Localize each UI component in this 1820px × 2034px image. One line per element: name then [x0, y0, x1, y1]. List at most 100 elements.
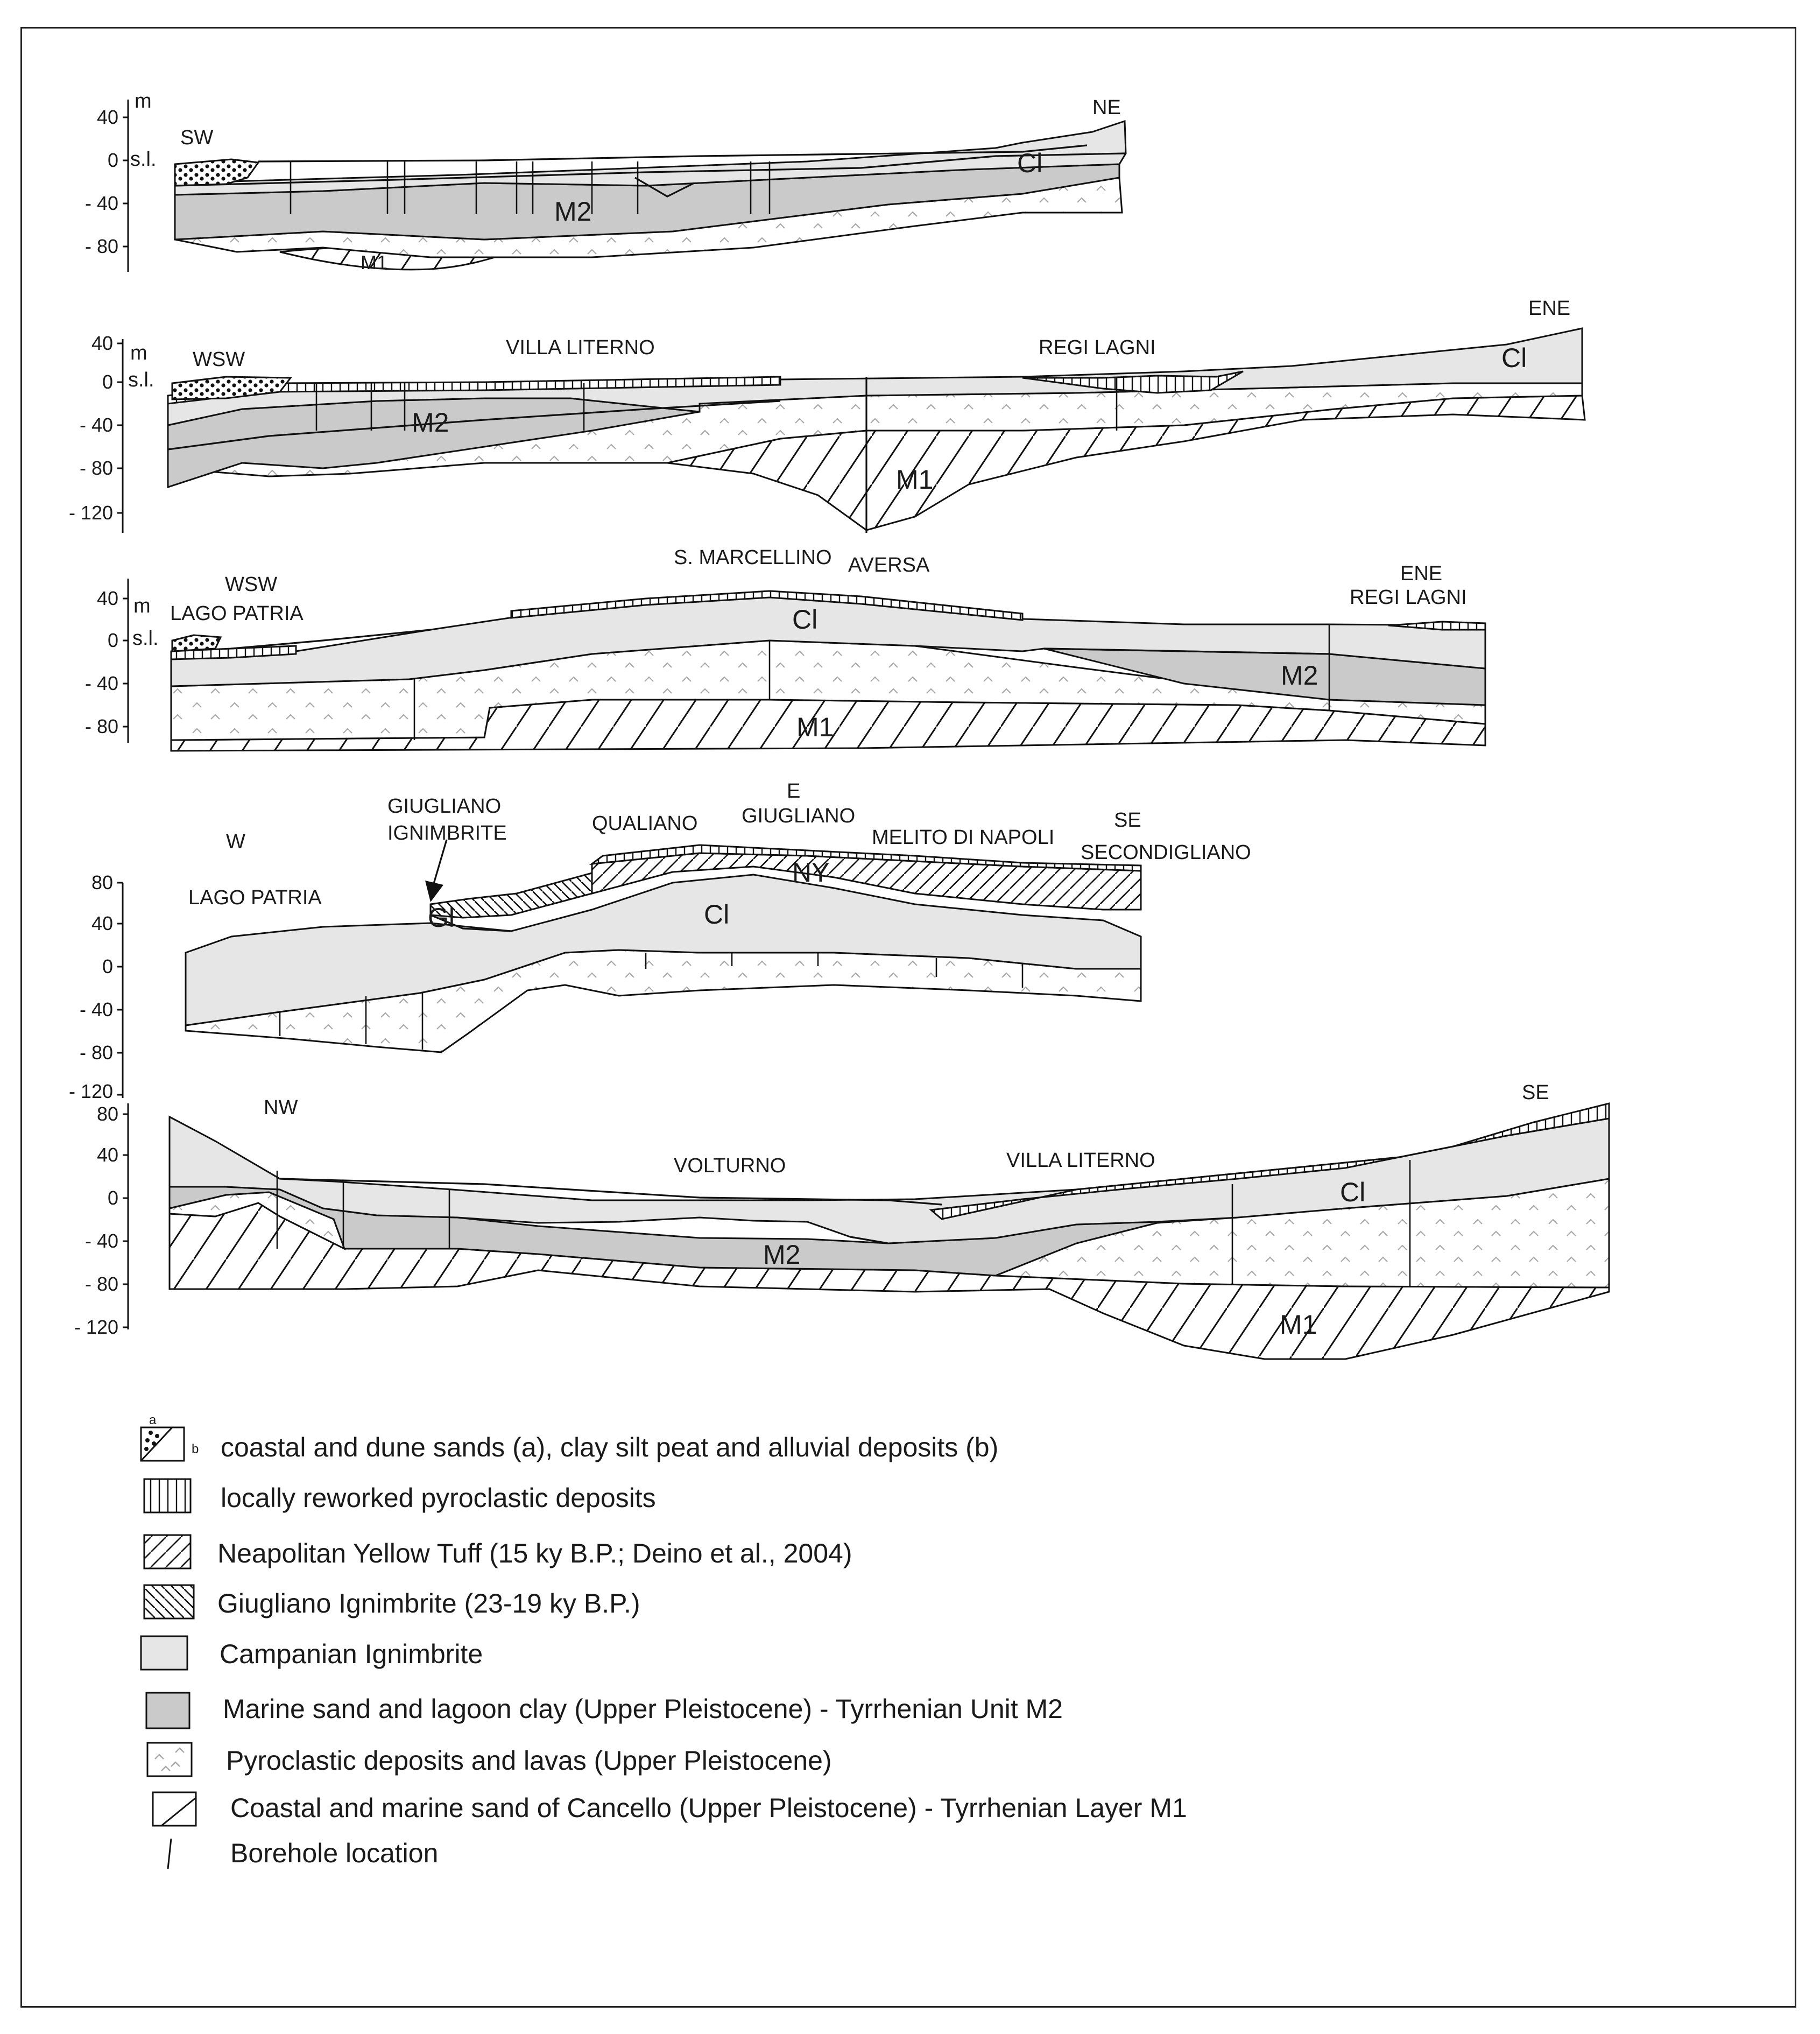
tick-label: - 80: [80, 1041, 113, 1064]
place-label: SECONDIGLIANO: [1081, 841, 1251, 864]
place-label: REGI LAGNI: [1039, 336, 1156, 359]
gi-label: GIUGLIANO: [387, 795, 501, 818]
legend-swatch-m1: [153, 1792, 196, 1826]
legend-swatch-sands: [141, 1427, 184, 1461]
m1-label: M1: [796, 712, 834, 742]
tick-label: - 80: [80, 457, 113, 479]
orientation-label-right: ENE: [1400, 562, 1442, 585]
section-2: 40 0 - 40 - 80 - 120 m s.l. WSW VILLA LI…: [69, 297, 1585, 533]
legend-label: Marine sand and lagoon clay (Upper Pleis…: [223, 1694, 1063, 1724]
gi-ci-label: Gl: [428, 903, 455, 933]
legend-sublabel-a: a: [149, 1413, 157, 1427]
legend-item-borehole: Borehole location: [168, 1838, 438, 1869]
legend-label: Neapolitan Yellow Tuff (15 ky B.P.; Dein…: [217, 1538, 852, 1568]
giugliano-ignimbrite-layer: [431, 873, 592, 918]
ci-label: Cl: [704, 899, 729, 930]
section-3: 40 0 - 40 - 80 m s.l. WSW LAGO PATRIA S.…: [85, 546, 1485, 751]
legend-label: Coastal and marine sand of Cancello (Upp…: [230, 1793, 1187, 1823]
ci-label: Cl: [1017, 148, 1042, 178]
tick-label: 0: [102, 371, 113, 393]
orientation-label-left: WSW: [225, 573, 277, 596]
sea-level-label: s.l.: [128, 369, 154, 391]
legend-item-m1: Coastal and marine sand of Cancello (Upp…: [153, 1792, 1187, 1826]
m2-label: M2: [412, 407, 449, 438]
legend-label: coastal and dune sands (a), clay silt pe…: [221, 1432, 998, 1462]
m1-label: M1: [361, 251, 387, 273]
orientation-label-right: NE: [1092, 96, 1121, 119]
place-label: E: [787, 780, 800, 803]
tick-label: - 80: [85, 715, 118, 737]
section-1: 40 0 - 40 - 80 m s.l. SW NE: [85, 90, 1126, 273]
axis-unit: m: [133, 595, 151, 617]
place-label: GIUGLIANO: [742, 805, 855, 827]
tick-label: - 40: [85, 1230, 118, 1252]
section-5-depth-axis: 80 40 0 - 40 - 80 - 120: [74, 1103, 128, 1338]
tick-label: 40: [97, 1144, 118, 1166]
legend-item-gi: Giugliano Ignimbrite (23-19 ky B.P.): [144, 1585, 640, 1618]
m2-label: M2: [1281, 660, 1318, 691]
place-label: LAGO PATRIA: [170, 602, 304, 625]
m1-label: M1: [1280, 1310, 1317, 1340]
legend: a b coastal and dune sands (a), clay sil…: [141, 1413, 1187, 1869]
tick-label: 80: [91, 871, 113, 893]
legend-sublabel-b: b: [192, 1442, 199, 1456]
orientation-label-left: SW: [180, 126, 213, 149]
legend-item-sands: a b coastal and dune sands (a), clay sil…: [141, 1413, 998, 1462]
tick-label: - 40: [80, 414, 113, 436]
tick-label: - 40: [85, 672, 118, 694]
legend-swatch-ci: [141, 1636, 187, 1670]
tick-label: - 40: [85, 192, 118, 214]
legend-item-m2: Marine sand and lagoon clay (Upper Pleis…: [146, 1693, 1063, 1728]
legend-swatch-nyt: [144, 1535, 191, 1568]
legend-swatch-reworked: [144, 1479, 191, 1512]
sea-level-label: s.l.: [132, 627, 159, 650]
legend-item-pyro: Pyroclastic deposits and lavas (Upper Pl…: [147, 1743, 832, 1776]
m2-label: M2: [554, 196, 591, 227]
tick-label: - 40: [80, 998, 113, 1020]
section-3-depth-axis: 40 0 - 40 - 80 m s.l.: [85, 579, 159, 743]
section-4: 80 40 0 - 40 - 80 - 120 W LAGO PATRIA GI…: [69, 780, 1251, 1102]
tick-label: - 120: [69, 502, 113, 524]
orientation-label-left: WSW: [193, 348, 245, 371]
tick-label: 40: [97, 106, 118, 128]
dune-sands-deposit: [172, 635, 221, 651]
tick-label: 40: [91, 332, 113, 354]
tick-label: - 120: [69, 1080, 113, 1102]
place-label: REGI LAGNI: [1350, 586, 1467, 609]
orientation-label-left: W: [226, 831, 245, 853]
m1-label: M1: [896, 464, 933, 495]
orientation-label-left: NW: [264, 1096, 298, 1119]
tick-label: 0: [102, 955, 113, 977]
orientation-label-right: ENE: [1528, 297, 1570, 320]
ci-label: Cl: [1501, 343, 1527, 373]
section-2-depth-axis: 40 0 - 40 - 80 - 120 m s.l.: [69, 332, 154, 533]
ci-label: Cl: [1340, 1177, 1365, 1207]
legend-label: Borehole location: [230, 1838, 438, 1868]
legend-item-nyt: Neapolitan Yellow Tuff (15 ky B.P.; Dein…: [144, 1535, 852, 1568]
legend-label: Pyroclastic deposits and lavas (Upper Pl…: [226, 1746, 832, 1776]
section-1-depth-axis: 40 0 - 40 - 80 m s.l.: [85, 90, 157, 272]
ci-label: Cl: [792, 604, 817, 635]
place-label: S. MARCELLINO: [674, 546, 832, 569]
sea-level-label: s.l.: [130, 148, 157, 171]
place-label: VOLTURNO: [674, 1155, 786, 1177]
axis-unit: m: [135, 90, 152, 112]
place-label: AVERSA: [848, 554, 930, 576]
legend-label: Giugliano Ignimbrite (23-19 ky B.P.): [217, 1588, 640, 1618]
tick-label: - 80: [85, 235, 118, 257]
legend-label: locally reworked pyroclastic deposits: [221, 1483, 656, 1513]
tick-label: 40: [91, 912, 113, 934]
m2-label: M2: [763, 1240, 800, 1270]
section-4-depth-axis: 80 40 0 - 40 - 80 - 120: [69, 871, 123, 1102]
tick-label: 0: [108, 149, 118, 171]
legend-swatch-pyro: [147, 1743, 192, 1776]
place-label: VILLA LITERNO: [1006, 1149, 1155, 1172]
tick-label: - 80: [85, 1273, 118, 1295]
tick-label: - 120: [74, 1316, 118, 1338]
legend-swatch-m2: [146, 1693, 189, 1728]
orientation-label-right: SE: [1114, 809, 1141, 832]
place-label: MELITO DI NAPOLI: [872, 826, 1054, 849]
legend-swatch-gi: [144, 1585, 194, 1618]
orientation-label-right: SE: [1522, 1081, 1549, 1104]
section-5: 80 40 0 - 40 - 80 - 120 NW VOLTURNO VILL…: [74, 1081, 1609, 1359]
